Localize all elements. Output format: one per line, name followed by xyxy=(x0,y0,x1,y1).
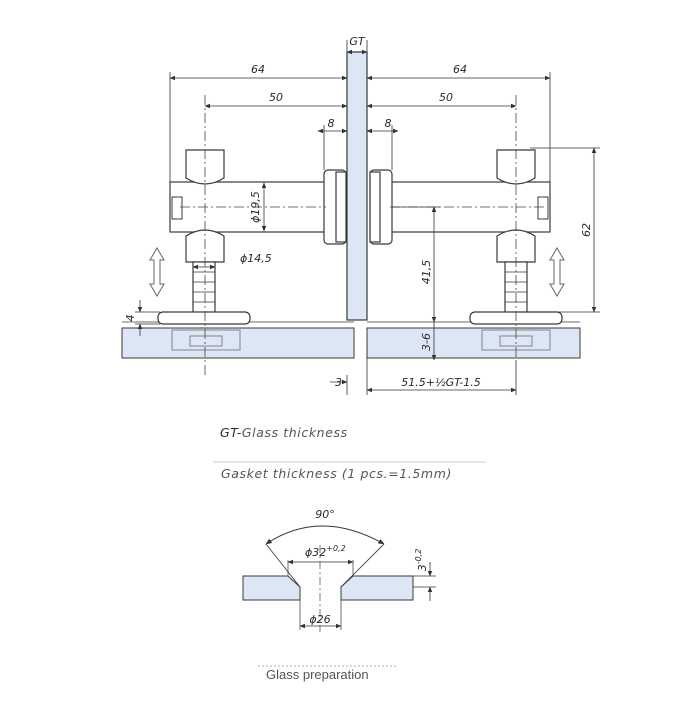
gt-note-label: Glass thickness xyxy=(242,425,348,440)
detail-depth-value: 3 xyxy=(416,564,429,571)
dim-height-4: 4 xyxy=(124,315,137,322)
dim-right-8: 8 xyxy=(385,117,392,130)
glass-pane xyxy=(346,51,368,321)
detail-depth-tolerance: -0,2 xyxy=(414,549,423,565)
gt-note-prefix: GT- xyxy=(220,425,242,440)
floor-glass-panels xyxy=(121,321,581,359)
dimension-lines xyxy=(135,40,600,395)
dim-left-64: 64 xyxy=(251,63,265,76)
detail-dia-32-tolerance: +0,2 xyxy=(326,544,345,553)
dim-height-62: 62 xyxy=(580,223,593,237)
left-fitting xyxy=(157,149,347,351)
dim-height-41-5: 41,5 xyxy=(420,260,433,285)
dim-left-8: 8 xyxy=(328,117,335,130)
detail-dia-26: ϕ26 xyxy=(309,613,330,626)
dim-right-50: 50 xyxy=(439,91,453,104)
gt-note: GT-Glass thickness xyxy=(220,425,348,440)
gasket-note: Gasket thickness (1 pcs.=1.5mm) xyxy=(221,466,452,481)
svg-text:GT-Glass thickness: GT-Glass thickness xyxy=(220,425,348,440)
countersink-detail xyxy=(242,525,436,632)
dim-left-50: 50 xyxy=(269,91,283,104)
dim-dia-19-5: ϕ19,5 xyxy=(249,191,262,223)
dim-dia-14-5: ϕ14,5 xyxy=(240,252,272,265)
adjust-arrow-right-icon xyxy=(549,247,565,297)
right-fitting xyxy=(369,149,563,351)
detail-dia-32: ϕ32+0,2 xyxy=(305,544,346,559)
detail-depth: 3-0,2 xyxy=(414,549,429,572)
detail-angle: 90° xyxy=(315,508,335,521)
dim-gt: GT xyxy=(349,35,366,48)
dim-right-64: 64 xyxy=(453,63,467,76)
dim-formula: 51.5+½GT-1.5 xyxy=(401,376,481,389)
glass-preparation-caption: Glass preparation xyxy=(266,667,369,682)
detail-dia-32-value: ϕ32 xyxy=(305,546,326,559)
centre-lines xyxy=(180,95,545,375)
dim-gap-3: 3 xyxy=(335,376,342,389)
adjust-arrow-left-icon xyxy=(149,247,165,297)
dim-gap-3-6: 3-6 xyxy=(420,333,433,351)
